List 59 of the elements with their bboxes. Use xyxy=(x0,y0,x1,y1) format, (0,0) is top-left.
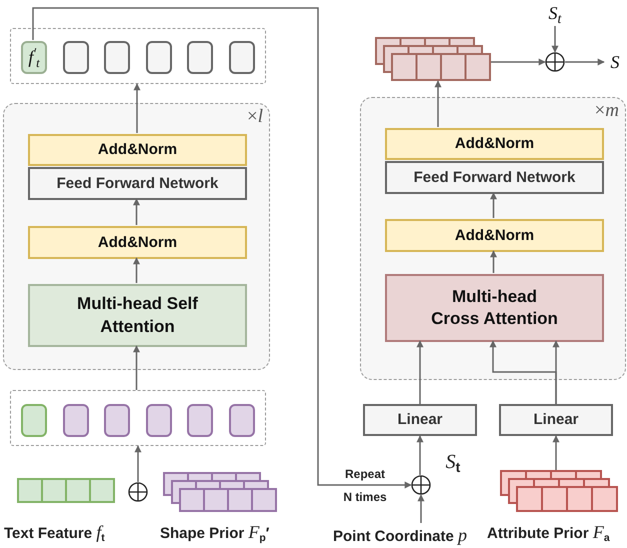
attention-box: Multi-head Cross Attention xyxy=(385,274,604,342)
caption-text: Text Feature f$_{t}$ xyxy=(4,522,105,543)
arrow xyxy=(416,435,424,475)
token-box xyxy=(104,404,130,437)
token-box xyxy=(146,404,172,437)
repeat-count-label: ×m xyxy=(594,100,619,122)
token-box xyxy=(187,41,213,74)
caption-text: Shape Prior F$_{p}$′ xyxy=(160,522,270,543)
feature-vector-bar xyxy=(17,478,115,503)
token-box xyxy=(229,404,255,437)
token-box xyxy=(104,41,130,74)
token-box xyxy=(187,404,213,437)
feature-stack-drawing xyxy=(375,37,491,81)
arrow xyxy=(552,435,560,470)
token-box xyxy=(21,404,47,437)
arrow xyxy=(565,58,605,66)
arrow xyxy=(490,340,557,404)
arrow xyxy=(133,257,140,283)
arrow xyxy=(434,80,442,127)
arrow xyxy=(32,7,412,488)
layer-group-panel xyxy=(3,103,270,370)
token-box xyxy=(229,41,255,74)
arrow xyxy=(134,445,142,482)
arrow xyxy=(134,83,140,133)
linear-box: Linear xyxy=(499,404,613,436)
layer-group-panel xyxy=(360,97,626,380)
feed-forward-box: Feed Forward Network xyxy=(385,161,604,194)
repeat-count-label: ×l xyxy=(247,106,263,128)
arrow xyxy=(133,198,140,225)
token-row-frame xyxy=(10,390,266,446)
add-norm-box: Add&Norm xyxy=(385,219,604,252)
arrow xyxy=(552,26,558,53)
token-box xyxy=(146,41,172,74)
arrow xyxy=(490,250,497,273)
feed-forward-box: Feed Forward Network xyxy=(28,167,247,200)
input-label: Point Coordinate p xyxy=(322,523,478,547)
token-box xyxy=(63,404,89,437)
symbol-label: S xyxy=(604,49,626,75)
feature-stack-drawing xyxy=(500,470,618,512)
add-norm-box: Add&Norm xyxy=(385,128,604,160)
add-norm-box: Add&Norm xyxy=(28,226,247,259)
sum-operator-icon xyxy=(128,482,148,502)
edge-label: S$_{t}$ xyxy=(444,451,462,474)
sum-operator-icon xyxy=(411,475,431,495)
arrow xyxy=(416,340,424,404)
token-box xyxy=(63,41,89,74)
token-row-frame xyxy=(10,28,266,84)
add-norm-box: Add&Norm xyxy=(28,134,247,166)
arrow xyxy=(491,58,546,66)
linear-box: Linear xyxy=(363,404,477,436)
attention-box: Multi-head Self Attention xyxy=(28,284,247,347)
edge-label: Repeat N times xyxy=(342,466,388,506)
arrow xyxy=(133,345,140,390)
symbol-label: S$_{t}$ xyxy=(540,0,570,26)
sum-operator-icon xyxy=(545,52,565,72)
arrow xyxy=(490,192,497,218)
arrow xyxy=(418,494,424,523)
feature-stack-drawing xyxy=(163,472,277,512)
caption-text: Attribute Prior F$_{a}$ xyxy=(487,522,610,543)
